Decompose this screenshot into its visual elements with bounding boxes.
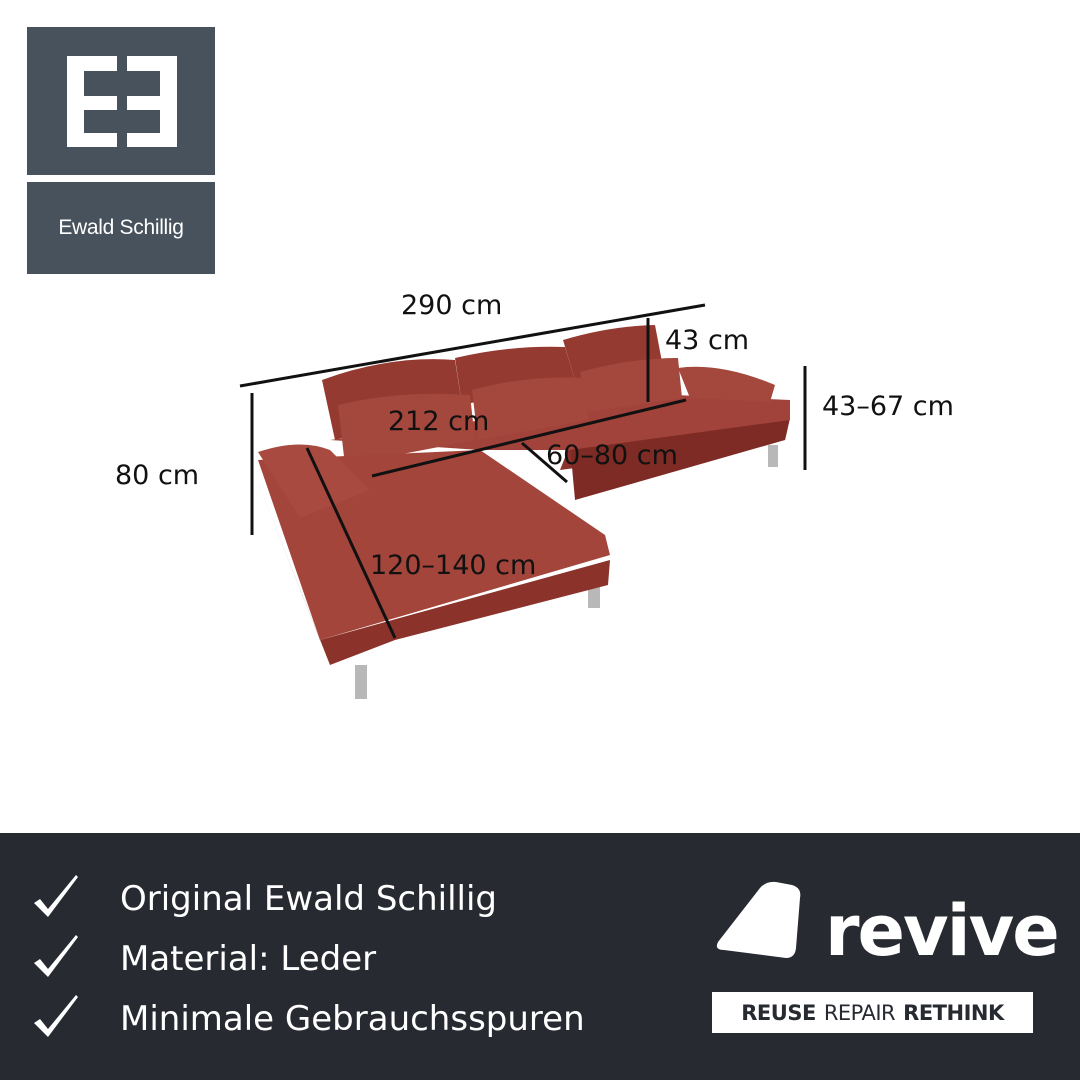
tagline-repair: REPAIR xyxy=(823,1000,896,1025)
checkmark-icon xyxy=(34,995,78,1037)
revive-wordmark: revive xyxy=(825,890,1060,972)
feature-item: Material: Leder xyxy=(30,933,376,985)
checkmark-icon xyxy=(34,935,78,977)
dimension-seat-width: 212 cm xyxy=(388,406,490,437)
checkmark-icon xyxy=(34,875,78,917)
dimension-chaise-length: 120–140 cm xyxy=(370,550,537,581)
feature-text: Original Ewald Schillig xyxy=(120,879,498,919)
dimension-lines xyxy=(239,303,807,639)
tagline-reuse: REUSE xyxy=(741,1000,816,1025)
feature-item: Minimale Gebrauchsspuren xyxy=(30,993,585,1045)
ewald-schillig-logo-mark xyxy=(27,27,215,175)
feature-item: Original Ewald Schillig xyxy=(30,873,497,925)
sofa-image xyxy=(239,303,807,699)
dimension-height: 80 cm xyxy=(115,460,200,491)
feature-text: Material: Leder xyxy=(120,939,377,979)
tagline-rethink: RETHINK xyxy=(903,1000,1004,1025)
dimension-total-width: 290 cm xyxy=(401,290,503,321)
revive-logo-shape-icon xyxy=(716,881,801,958)
brand-name: Ewald Schillig xyxy=(58,216,184,239)
sofa-body xyxy=(255,325,790,699)
dimension-seat-height: 43–67 cm xyxy=(822,391,954,422)
ee-monogram-icon xyxy=(67,56,177,147)
dimension-seat-depth: 60–80 cm xyxy=(546,440,678,471)
revive-tagline: REUSE REPAIR RETHINK xyxy=(712,992,1033,1033)
dimension-back-height: 43 cm xyxy=(665,325,750,356)
feature-band xyxy=(0,833,1080,1080)
ewald-schillig-logo-text: Ewald Schillig xyxy=(27,182,215,274)
feature-text: Minimale Gebrauchsspuren xyxy=(120,999,585,1039)
